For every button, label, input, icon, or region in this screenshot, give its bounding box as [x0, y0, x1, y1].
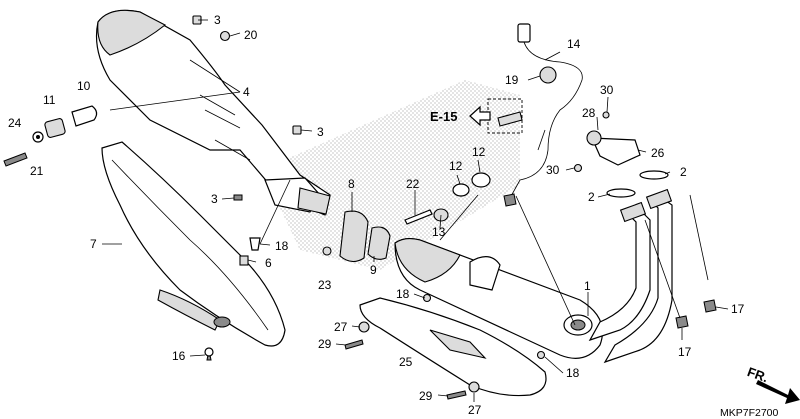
- reference-label: E-15: [430, 109, 457, 124]
- exhaust-pipes: [588, 188, 673, 364]
- callout-17: 17: [678, 345, 692, 359]
- clamp-and-gasket: [339, 210, 391, 263]
- callout-20: 20: [244, 28, 258, 42]
- front-direction-label: FR.: [745, 364, 770, 385]
- leader-lines: [102, 19, 729, 402]
- callout-3: 3: [317, 125, 324, 139]
- callout-17: 17: [731, 302, 745, 316]
- callout-16: 16: [172, 349, 186, 363]
- callout-19: 19: [505, 73, 519, 87]
- front-direction-arrow: [756, 380, 800, 404]
- callout-26: 26: [651, 146, 665, 160]
- callout-29: 29: [419, 389, 433, 403]
- lower-cover: [359, 297, 547, 397]
- callout-29: 29: [318, 337, 332, 351]
- callout-13: 13: [432, 225, 446, 239]
- silencer-body: [394, 237, 604, 359]
- callout-18: 18: [396, 287, 410, 301]
- callout-3: 3: [214, 13, 221, 27]
- gaskets: [606, 170, 669, 198]
- fasteners: [192, 15, 717, 400]
- callout-14: 14: [567, 37, 581, 51]
- callout-6: 6: [265, 256, 272, 270]
- reference-arrow: [469, 98, 523, 134]
- callout-27: 27: [468, 403, 482, 417]
- callout-2: 2: [680, 165, 687, 179]
- callout-9: 9: [370, 263, 377, 277]
- sensor-cable: [503, 23, 583, 207]
- callout-28: 28: [582, 106, 596, 120]
- callout-30: 30: [546, 163, 560, 177]
- halftone-band: [262, 80, 520, 270]
- callout-18: 18: [566, 366, 580, 380]
- callout-labels: 3 20 4 3 3 10 11 24 21 7 18 6 16 8 22 12…: [8, 13, 745, 417]
- callout-27: 27: [334, 320, 348, 334]
- callout-12: 12: [449, 159, 463, 173]
- callout-10: 10: [77, 79, 91, 93]
- callout-4: 4: [243, 85, 250, 99]
- callout-21: 21: [30, 164, 44, 178]
- callout-11: 11: [43, 93, 56, 107]
- bracket-26: [586, 130, 641, 166]
- callout-30: 30: [600, 83, 614, 97]
- callout-18: 18: [275, 239, 289, 253]
- callout-7: 7: [90, 237, 97, 251]
- callout-1: 1: [584, 279, 591, 293]
- diagram-code: MKP7F2700: [720, 407, 779, 419]
- callout-24: 24: [8, 116, 22, 130]
- callout-2: 2: [588, 190, 595, 204]
- callout-12: 12: [472, 145, 486, 159]
- callout-8: 8: [348, 177, 355, 191]
- mount-bolt-assembly: [3, 105, 98, 167]
- heat-shield: [101, 141, 286, 347]
- callout-3: 3: [211, 192, 218, 206]
- callout-22: 22: [406, 177, 420, 191]
- callout-23: 23: [318, 278, 332, 292]
- callout-25: 25: [399, 355, 413, 369]
